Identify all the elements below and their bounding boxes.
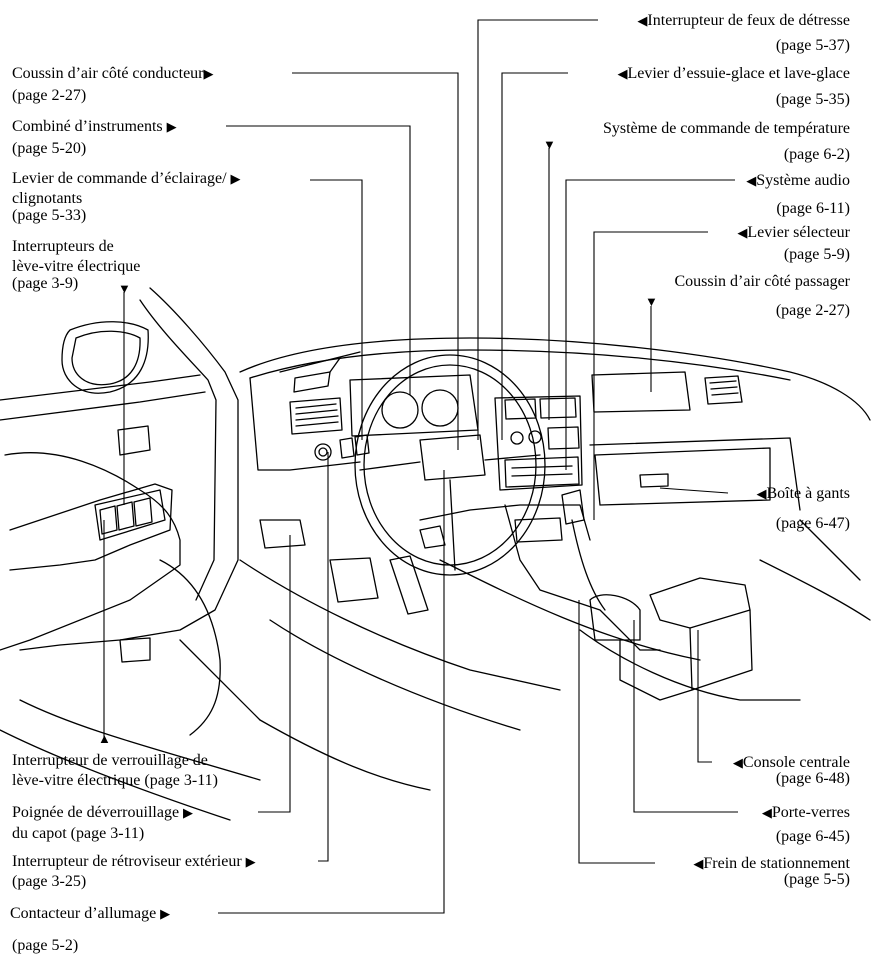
label-climate: Système de commande de température [602, 120, 850, 137]
label-audio: Système audio [756, 172, 850, 189]
label-mirror: Interrupteur de rétroviseur extérieur [12, 853, 242, 870]
label-window-lock-line1: Interrupteur de verrouillage de [12, 752, 208, 769]
label-hood-release-line1: Poignée de déverrouillage [12, 804, 180, 821]
label-hood-release-line2: du capot [12, 825, 67, 842]
side-mirror [61, 321, 149, 394]
page-selector: (page 5-9) [783, 246, 850, 263]
page-passenger-airbag: (page 2-27) [775, 302, 850, 319]
label-ignition: Contacteur d’allumage [10, 905, 157, 922]
page-driver-airbag: (page 2-27) [12, 87, 87, 104]
label-lighting-line1: Levier de commande d’éclairage/ [12, 170, 227, 187]
climate-arrow: ▼ [543, 137, 556, 152]
power-window-arrow: ▼ [118, 281, 131, 296]
door-frame [19, 287, 239, 651]
center-stack [494, 395, 583, 491]
pedal-gas [389, 555, 429, 615]
label-cluster: Combiné d’instruments [12, 118, 163, 135]
label-console: Console centrale [742, 754, 850, 771]
page-glovebox: (page 6-47) [775, 515, 850, 532]
page-cupholder: (page 6-45) [775, 828, 850, 845]
page-ignition: (page 5-2) [12, 937, 79, 954]
passenger-airbag-panel [591, 371, 691, 413]
label-glovebox: Boîte à gants [766, 485, 850, 502]
page-mirror: (page 3-25) [12, 873, 87, 890]
label-power-window-line1: Interrupteurs de [12, 238, 114, 255]
label-wiper: Levier d’essuie-glace et lave-glace [627, 65, 850, 82]
page-lighting: (page 5-33) [12, 207, 87, 224]
shift-lever [561, 489, 585, 525]
steering-wheel [354, 354, 546, 576]
label-passenger-airbag: Coussin d’air côté passager [674, 273, 850, 290]
label-window-lock-line2: lève-vitre électrique [12, 772, 141, 789]
label-power-window-line2: lève-vitre électrique [12, 258, 141, 275]
label-lighting-line2: clignotants [12, 190, 83, 207]
page-hood-release: (page 3-11) [70, 825, 145, 842]
pedal-brake [329, 557, 379, 603]
glovebox-shape [594, 447, 771, 506]
page-audio: (page 6-11) [776, 200, 850, 217]
page-window-lock: (page 3-11) [144, 772, 218, 789]
page-console: (page 6-48) [775, 770, 850, 787]
page-cluster: (page 5-20) [12, 140, 87, 157]
window-lock-arrow: ▲ [98, 731, 111, 746]
page-wiper: (page 5-35) [775, 91, 850, 108]
page-power-window: (page 3-9) [12, 275, 79, 292]
dashboard-top [239, 337, 871, 421]
label-selector: Levier sélecteur [747, 224, 850, 241]
door-panel [0, 452, 181, 651]
page-climate: (page 6-2) [783, 146, 850, 163]
label-cupholder: Porte-verres [771, 804, 850, 821]
passenger-airbag-arrow: ▼ [645, 294, 658, 309]
label-hazard: Interrupteur de feux de détresse [647, 12, 850, 29]
page-parking-brake: (page 5-5) [783, 871, 850, 888]
label-driver-airbag: Coussin d’air côté conducteur [12, 65, 204, 82]
page-hazard: (page 5-37) [775, 37, 850, 54]
instrument-cluster [349, 374, 479, 437]
console-box [649, 577, 751, 629]
label-parking-brake: Frein de stationnement [703, 855, 850, 872]
